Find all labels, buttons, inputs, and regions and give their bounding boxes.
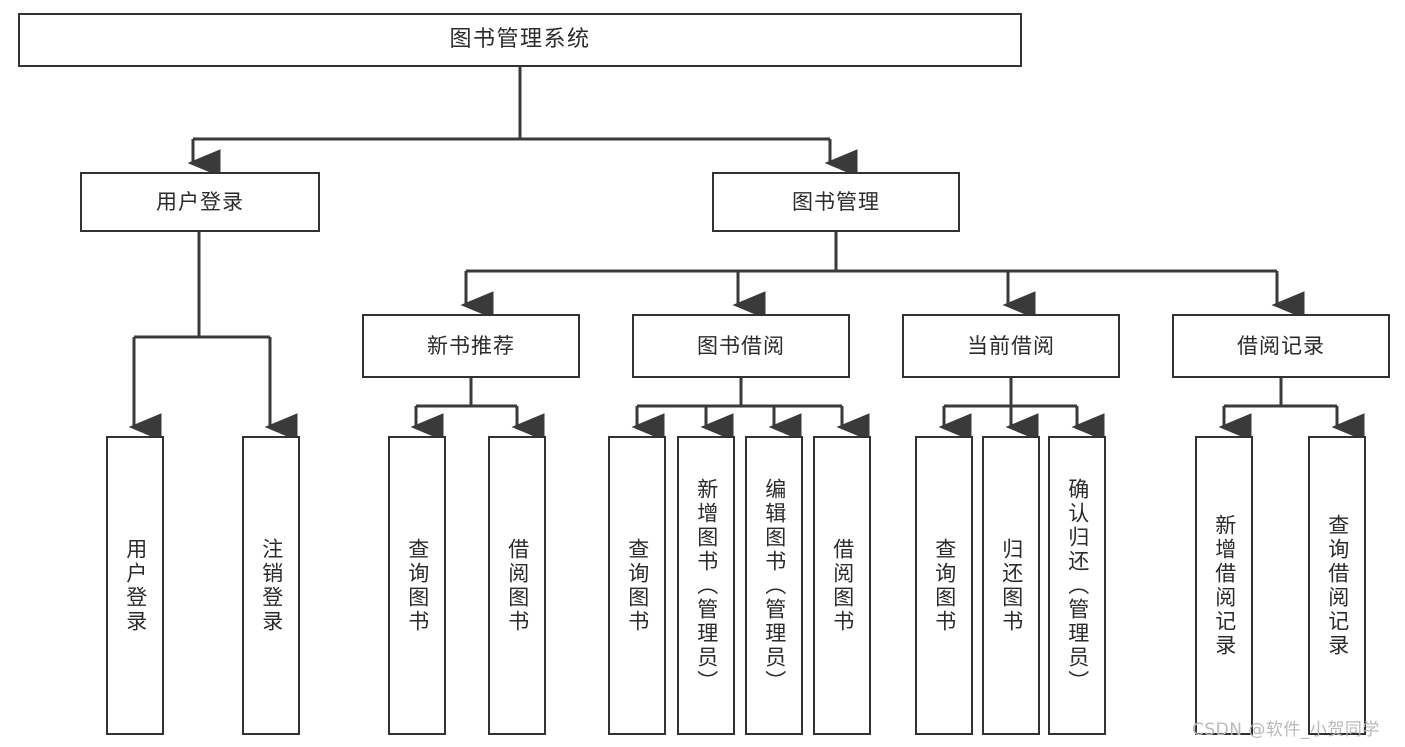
- node-current-borrow[interactable]: 当前借阅: [902, 314, 1120, 378]
- leaf-add-borrow-record[interactable]: 新增借阅记录: [1195, 436, 1253, 735]
- leaf-query-book-current-label: 查询图书: [932, 537, 957, 634]
- leaf-borrow-book-newbook-label: 借阅图书: [505, 537, 530, 634]
- leaf-query-book-newbook-label: 查询图书: [405, 537, 430, 634]
- leaf-user-login-label: 用户登录: [123, 537, 148, 634]
- node-borrow-records-label: 借阅记录: [1237, 333, 1325, 358]
- leaf-edit-book-admin-label: 编辑图书（管理员）: [762, 477, 787, 694]
- node-borrow-records[interactable]: 借阅记录: [1172, 314, 1390, 378]
- leaf-edit-book-admin[interactable]: 编辑图书（管理员）: [745, 436, 803, 735]
- leaf-query-book-borrow-label: 查询图书: [625, 537, 650, 634]
- node-new-book-recommend-label: 新书推荐: [427, 333, 515, 358]
- node-new-book-recommend[interactable]: 新书推荐: [362, 314, 580, 378]
- leaf-return-book[interactable]: 归还图书: [982, 436, 1040, 735]
- leaf-logout[interactable]: 注销登录: [242, 436, 300, 735]
- node-book-borrow-label: 图书借阅: [697, 333, 785, 358]
- leaf-borrow-book[interactable]: 借阅图书: [813, 436, 871, 735]
- leaf-confirm-return-admin[interactable]: 确认归还（管理员）: [1048, 436, 1106, 735]
- leaf-user-login[interactable]: 用户登录: [106, 436, 164, 735]
- leaf-add-borrow-record-label: 新增借阅记录: [1212, 513, 1237, 658]
- leaf-query-borrow-record-label: 查询借阅记录: [1325, 513, 1350, 658]
- leaf-return-book-label: 归还图书: [999, 537, 1024, 634]
- csdn-watermark: CSDN @软件_小贺同学: [1192, 715, 1380, 740]
- node-root-label: 图书管理系统: [449, 27, 591, 53]
- leaf-query-book-newbook[interactable]: 查询图书: [388, 436, 446, 735]
- node-user-login[interactable]: 用户登录: [80, 172, 320, 232]
- leaf-borrow-book-label: 借阅图书: [830, 537, 855, 634]
- node-book-borrow[interactable]: 图书借阅: [632, 314, 850, 378]
- leaf-confirm-return-admin-label: 确认归还（管理员）: [1065, 477, 1090, 694]
- csdn-watermark-text: CSDN @软件_小贺同学: [1192, 720, 1380, 740]
- node-book-management-label: 图书管理: [792, 189, 880, 214]
- leaf-add-book-admin[interactable]: 新增图书（管理员）: [677, 436, 735, 735]
- leaf-borrow-book-newbook[interactable]: 借阅图书: [488, 436, 546, 735]
- leaf-query-borrow-record[interactable]: 查询借阅记录: [1308, 436, 1366, 735]
- leaf-logout-label: 注销登录: [259, 537, 284, 634]
- leaf-query-book-current[interactable]: 查询图书: [915, 436, 973, 735]
- node-user-login-label: 用户登录: [156, 189, 244, 214]
- node-root[interactable]: 图书管理系统: [18, 13, 1022, 67]
- node-current-borrow-label: 当前借阅: [967, 333, 1055, 358]
- leaf-add-book-admin-label: 新增图书（管理员）: [694, 477, 719, 694]
- node-book-management[interactable]: 图书管理: [712, 172, 960, 232]
- leaf-query-book-borrow[interactable]: 查询图书: [608, 436, 666, 735]
